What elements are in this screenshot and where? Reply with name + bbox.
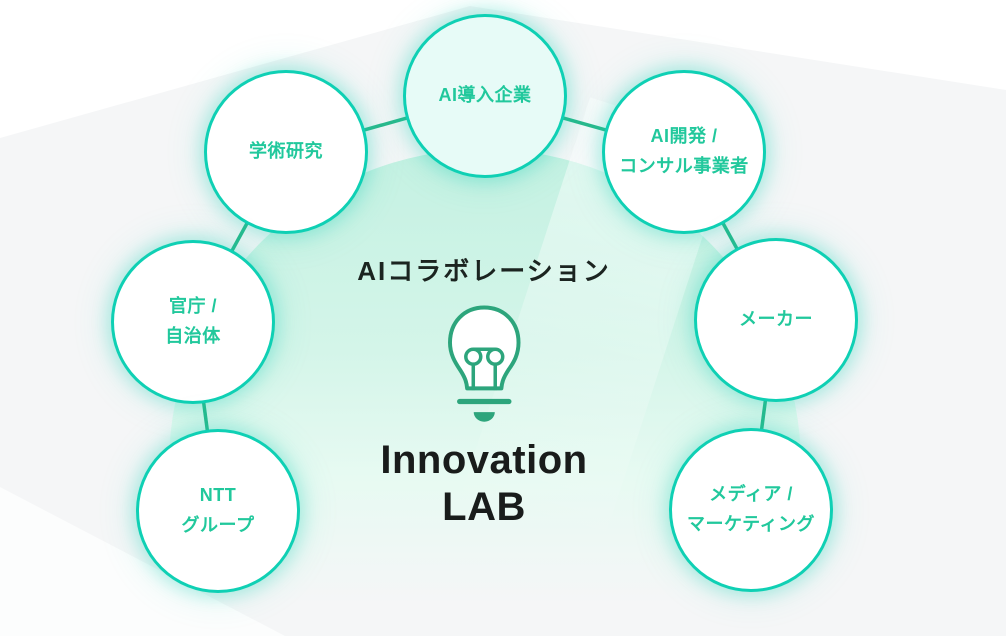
node-label: グループ [181, 515, 255, 535]
center-content: AIコラボレーション Innovation LAB [357, 258, 610, 531]
brand-line-2: LAB [442, 484, 526, 529]
brand-line-1: Innovation [380, 438, 588, 482]
collaboration-heading: AIコラボレーション [357, 256, 611, 286]
node-label: AI開発 / [650, 126, 718, 147]
node-ai-dev-consulting: AI開発 / コンサル事業者 [602, 70, 766, 234]
node-ntt-group: NTT グループ [136, 429, 300, 593]
node-label: コンサル事業者 [619, 156, 749, 176]
node-ai-adopter-companies: AI導入企業 [403, 14, 567, 178]
node-label: 官庁 / [168, 296, 217, 317]
node-label: 自治体 [165, 326, 221, 346]
node-label: 学術研究 [249, 141, 323, 162]
node-media-marketing: メディア / マーケティング [669, 428, 833, 592]
node-government: 官庁 / 自治体 [111, 240, 275, 404]
lightbulb-icon [447, 305, 521, 422]
node-label: メーカー [739, 309, 813, 330]
node-label: マーケティング [686, 514, 816, 534]
node-academic-research: 学術研究 [204, 70, 368, 234]
node-label: NTT [199, 485, 237, 506]
brand-title: Innovation LAB [380, 437, 587, 531]
node-manufacturer: メーカー [694, 238, 858, 402]
node-label: AI導入企業 [438, 85, 532, 106]
node-label: メディア / [709, 484, 793, 505]
